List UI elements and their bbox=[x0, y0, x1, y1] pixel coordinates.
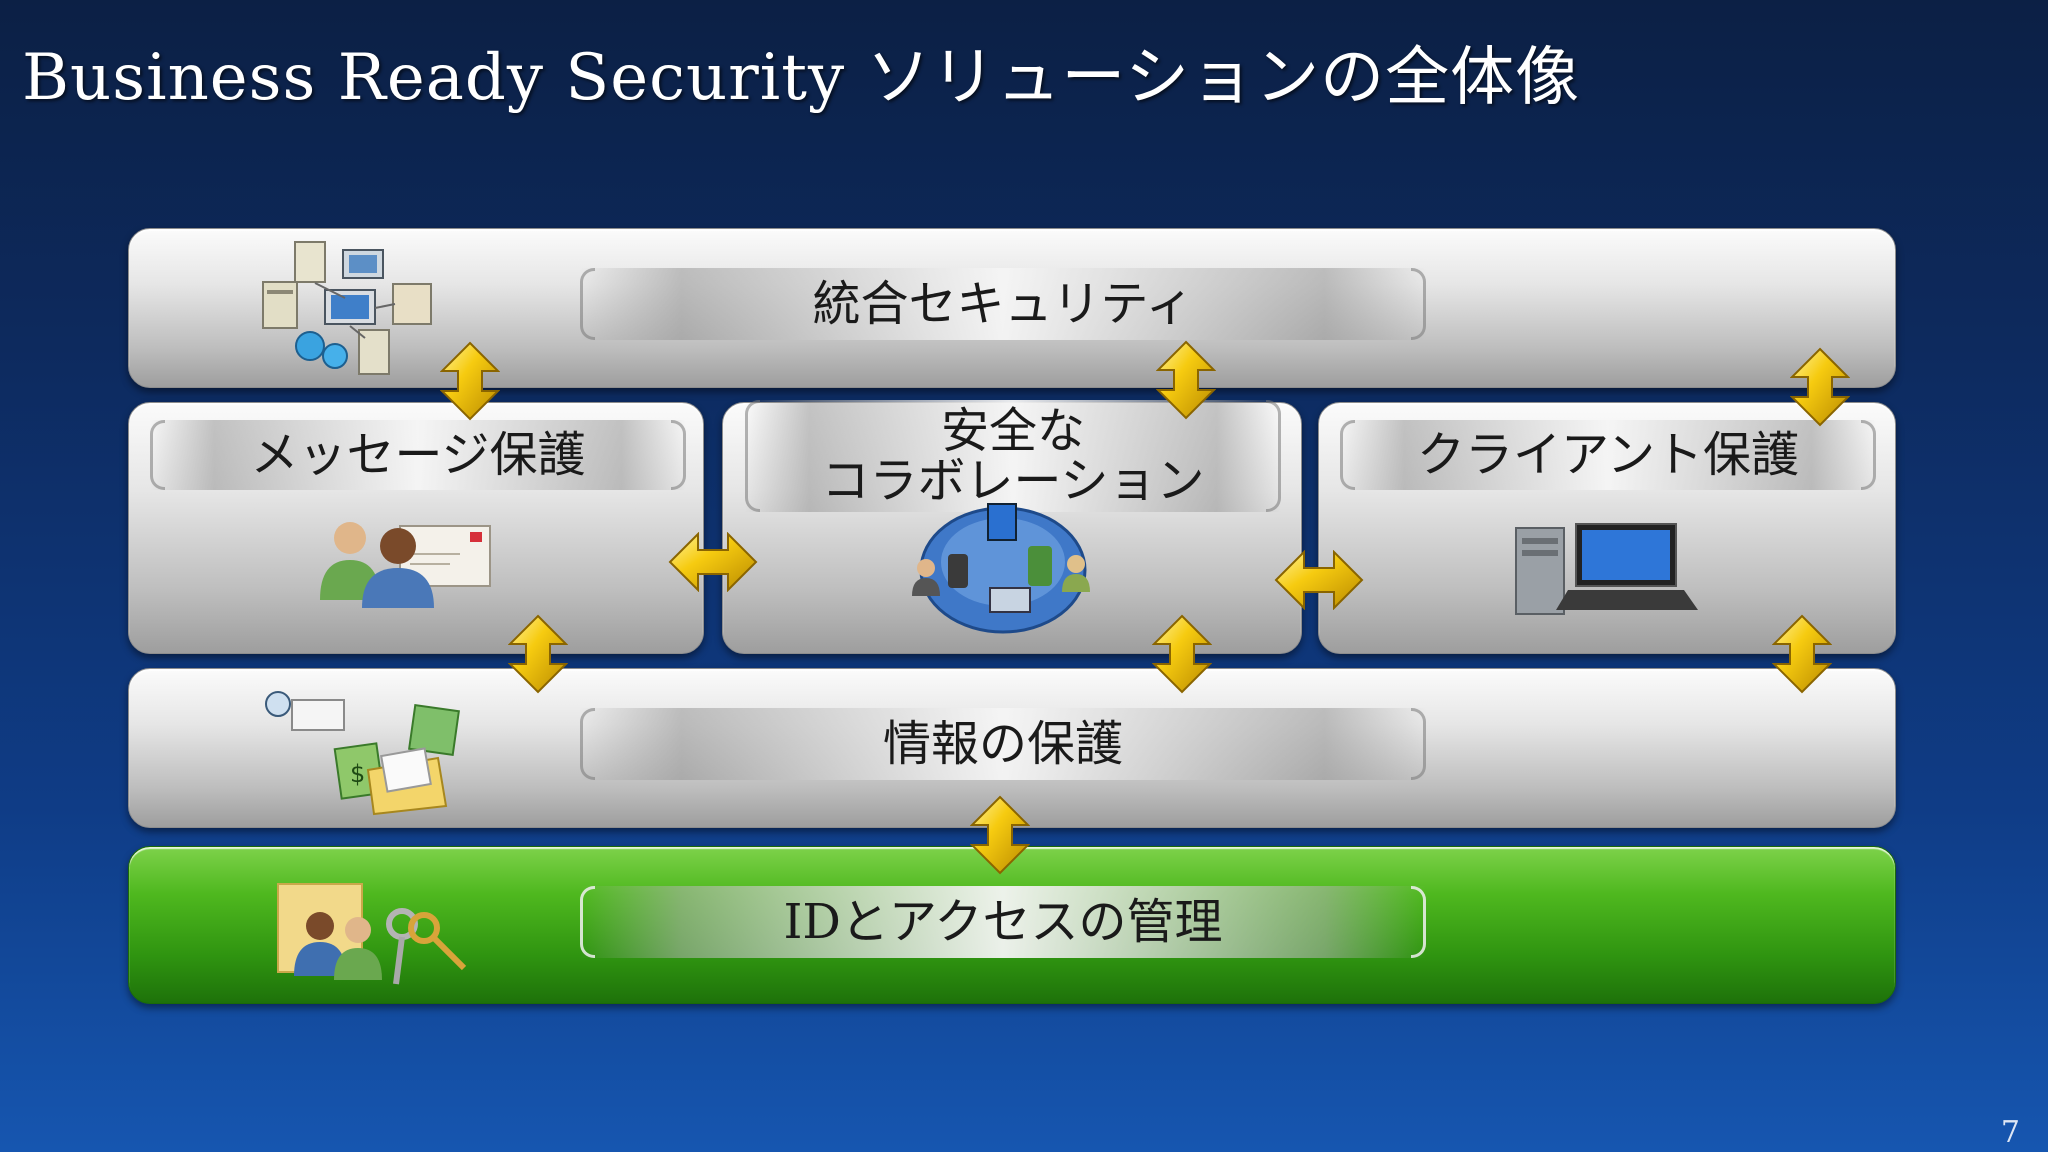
arrow-vertical-1 bbox=[440, 340, 500, 422]
secure-collaboration-label: 安全な コラボレーション bbox=[745, 400, 1281, 512]
integrated-security-label: 統合セキュリティ bbox=[580, 268, 1426, 340]
arrow-vertical-7 bbox=[970, 792, 1030, 878]
collaboration-globe-icon bbox=[908, 500, 1098, 644]
desktop-laptop-icon bbox=[1512, 518, 1702, 622]
arrow-horizontal-1 bbox=[668, 532, 758, 592]
arrow-vertical-5 bbox=[1152, 612, 1212, 696]
arrow-vertical-4 bbox=[508, 612, 568, 696]
slide-title: Business Ready Security ソリューションの全体像 bbox=[22, 41, 1581, 115]
server-network-icon bbox=[255, 238, 445, 382]
arrow-horizontal-2 bbox=[1274, 550, 1364, 610]
information-protection-label: 情報の保護 bbox=[580, 708, 1426, 780]
arrow-vertical-3 bbox=[1790, 346, 1850, 428]
client-protection-label: クライアント保護 bbox=[1340, 420, 1876, 490]
arrow-vertical-6 bbox=[1772, 612, 1832, 696]
users-mail-icon bbox=[310, 510, 500, 614]
identity-access-label: IDとアクセスの管理 bbox=[580, 886, 1426, 958]
message-protection-label: メッセージ保護 bbox=[150, 420, 686, 490]
documents-folder-icon: $ bbox=[262, 686, 462, 820]
svg-text:$: $ bbox=[350, 760, 365, 788]
page-number: 7 bbox=[2000, 1115, 2020, 1150]
arrow-vertical-2 bbox=[1156, 338, 1216, 422]
users-keys-icon bbox=[274, 880, 474, 994]
